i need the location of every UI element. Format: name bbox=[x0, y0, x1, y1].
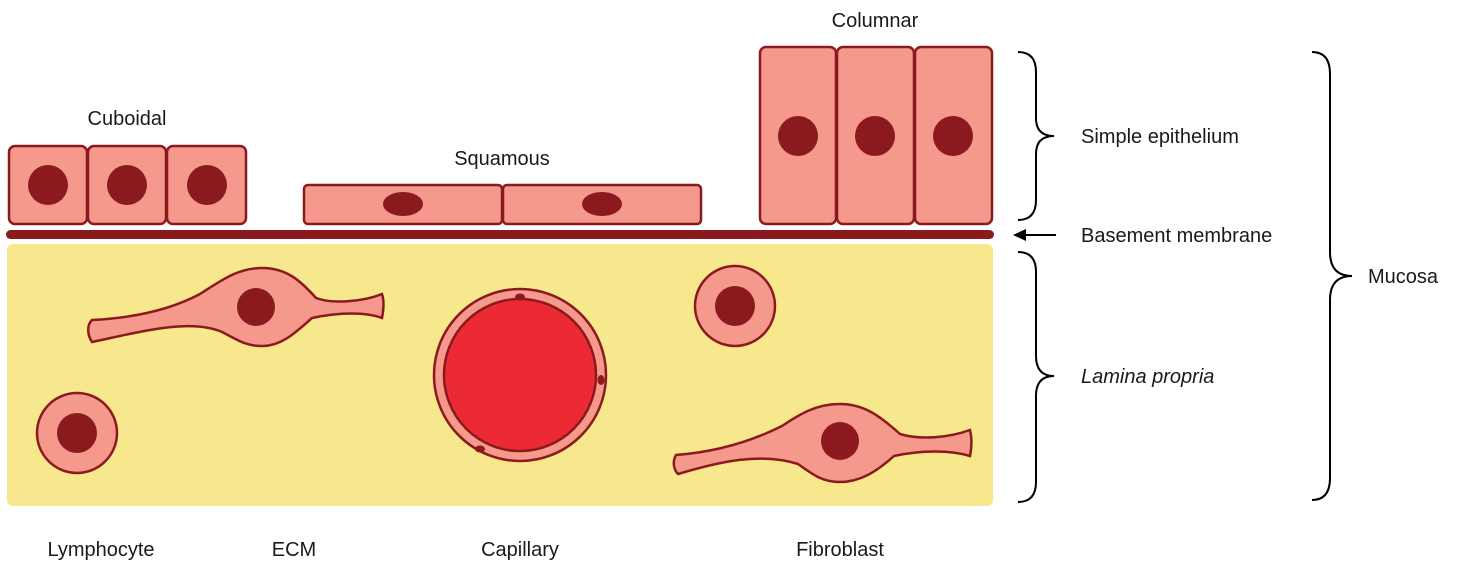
right-curly-brace-icon bbox=[1018, 252, 1054, 502]
capillary-label: Capillary bbox=[481, 539, 559, 561]
nucleus bbox=[821, 422, 859, 460]
ecm-label: ECM bbox=[272, 539, 316, 561]
columnar-label: Columnar bbox=[832, 10, 919, 32]
nucleus bbox=[715, 286, 755, 326]
capillary bbox=[434, 289, 606, 461]
nucleus bbox=[855, 116, 895, 156]
capillary-lumen bbox=[444, 299, 596, 451]
nucleus bbox=[237, 288, 275, 326]
mucosa-label: Mucosa bbox=[1368, 266, 1439, 288]
nucleus bbox=[778, 116, 818, 156]
left-arrow-icon bbox=[1013, 229, 1056, 241]
squamous-epithelium bbox=[304, 185, 701, 224]
cuboidal-label: Cuboidal bbox=[88, 108, 167, 130]
cuboidal-epithelium bbox=[9, 146, 246, 224]
squamous-label: Squamous bbox=[454, 148, 550, 170]
lymphocyte-cell bbox=[37, 393, 117, 473]
nucleus bbox=[107, 165, 147, 205]
basement-membrane bbox=[6, 230, 994, 239]
lamina-propria-label: Lamina propria bbox=[1081, 366, 1214, 388]
nucleus bbox=[28, 165, 68, 205]
lymphocyte-cell bbox=[695, 266, 775, 346]
endothelial-nucleus bbox=[475, 446, 485, 453]
endothelial-nucleus bbox=[515, 294, 525, 301]
basement-membrane-label: Basement membrane bbox=[1081, 225, 1272, 247]
simple-epithelium-label: Simple epithelium bbox=[1081, 126, 1239, 148]
right-curly-brace-icon bbox=[1018, 52, 1054, 220]
columnar-epithelium bbox=[760, 47, 992, 224]
nucleus bbox=[187, 165, 227, 205]
fibroblast-label: Fibroblast bbox=[796, 539, 884, 561]
endothelial-nucleus bbox=[598, 375, 605, 385]
nucleus bbox=[933, 116, 973, 156]
lymphocyte-label: Lymphocyte bbox=[47, 539, 154, 561]
nucleus bbox=[582, 192, 622, 216]
nucleus bbox=[57, 413, 97, 453]
nucleus bbox=[383, 192, 423, 216]
right-curly-brace-icon bbox=[1312, 52, 1352, 500]
